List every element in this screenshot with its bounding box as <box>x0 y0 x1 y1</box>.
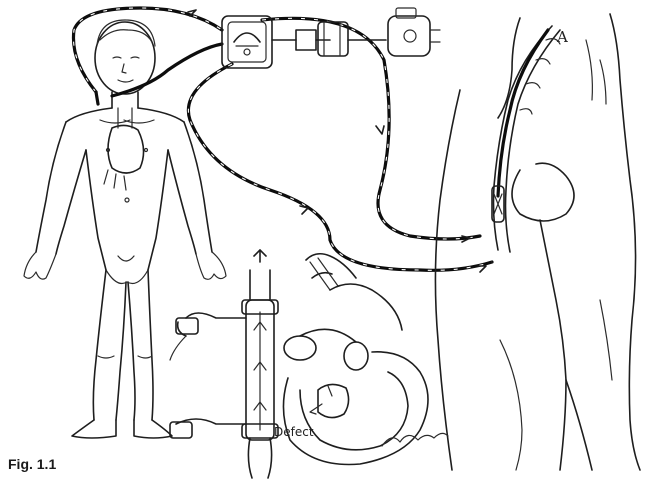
heart-cutaway: Defect <box>170 250 448 478</box>
groin-inset-A: A <box>435 14 640 470</box>
inset-label-A: A <box>556 28 568 46</box>
flow-arrows <box>188 10 486 272</box>
pump-oxygenator-machine <box>222 8 440 68</box>
defect-label: Defect <box>274 425 314 439</box>
figure-caption: Fig. 1.1 <box>8 456 56 472</box>
child-figure <box>24 20 226 438</box>
